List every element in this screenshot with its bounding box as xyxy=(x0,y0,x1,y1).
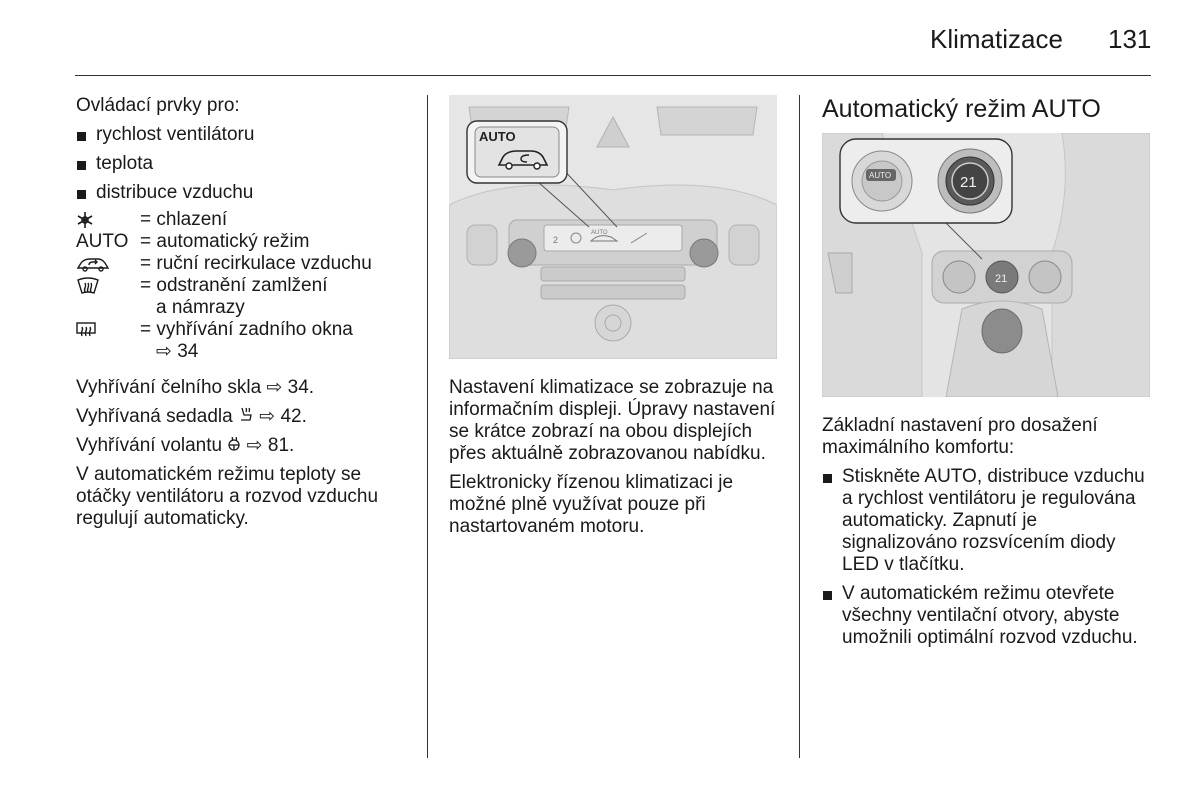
auto-knob-illustration: 21 AUTO 21 xyxy=(822,133,1150,397)
legend-text: = chlazení xyxy=(140,209,228,230)
knob-display-value: 21 xyxy=(960,174,977,191)
legend-text: = vyhřívání zadního okna xyxy=(140,319,353,340)
running-header-title: Klimatizace xyxy=(930,24,1063,54)
windshield-defrost-icon xyxy=(76,275,140,297)
controls-intro: Ovládací prvky pro: xyxy=(76,95,240,116)
climate-panel-illustration: 2 AUTO AUTO xyxy=(449,95,777,359)
steering-heat-paragraph: Vyhřívání volantu ⇨ 81. xyxy=(76,435,411,457)
list-item: distribuce vzduchu xyxy=(76,182,411,204)
page-reference[interactable]: ⇨ 42. xyxy=(259,406,307,427)
legend-row-continuation: a námrazy xyxy=(76,297,411,319)
column-divider-2 xyxy=(799,95,800,758)
page-number: 131 xyxy=(1108,24,1152,54)
svg-text:AUTO: AUTO xyxy=(591,230,608,236)
seat-heat-text: Vyhřívaná sedadla xyxy=(76,406,233,427)
recirculation-car-icon xyxy=(76,253,140,275)
bullet-text: Stiskněte xyxy=(842,466,925,487)
steering-heat-text: Vyhřívání volantu xyxy=(76,435,223,456)
legend-spacer xyxy=(76,297,140,319)
section-heading: Automatický režim AUTO xyxy=(822,95,1101,123)
list-item: teplota xyxy=(76,153,411,175)
legend-text: = odstranění zamlžení xyxy=(140,275,328,296)
steering-wheel-heat-icon xyxy=(227,435,241,456)
legend-text: = ruční recirkulace vzduchu xyxy=(140,253,372,274)
bullet-text: , distribuce vzduchu a rychlost ventilát… xyxy=(842,466,1145,575)
seat-heat-icon xyxy=(238,406,254,427)
page-reference[interactable]: ⇨ 34 xyxy=(156,341,199,362)
legend-text: a námrazy xyxy=(156,297,245,318)
seat-heat-paragraph: Vyhřívaná sedadla ⇨ 42. xyxy=(76,406,411,428)
column-2: Nastavení klimatizace se zobrazuje na in… xyxy=(449,377,784,538)
legend-spacer xyxy=(76,341,140,363)
page-reference[interactable]: ⇨ 81. xyxy=(246,435,295,456)
legend-row-defrost: = odstranění zamlžení xyxy=(76,275,411,297)
auto-mode-paragraph: V automatickém režimu teploty se otáčky … xyxy=(76,464,379,529)
list-item: Stiskněte AUTO, distribuce vzduchu a ryc… xyxy=(822,466,1157,576)
legend-row-recirculation: = ruční recirkulace vzduchu xyxy=(76,253,411,275)
legend-row-rear-heat: = vyhřívání zadního okna xyxy=(76,319,411,341)
auto-knob-label: AUTO xyxy=(869,171,891,180)
windshield-heat-paragraph: Vyhřívání čelního skla ⇨ 34. xyxy=(76,377,315,398)
list-item: rychlost ventilátoru xyxy=(76,124,411,146)
display-paragraph: Nastavení klimatizace se zobrazuje na in… xyxy=(449,377,776,464)
column-1: Ovládací prvky pro: rychlost ventilátoru… xyxy=(76,95,411,530)
column-3: Základní nastavení pro dosažení maximáln… xyxy=(822,415,1157,649)
auto-key: AUTO xyxy=(924,466,977,487)
engine-paragraph: Elektronicky řízenou klimatizaci je možn… xyxy=(449,472,734,537)
column-divider-1 xyxy=(427,95,428,758)
rear-window-heat-icon xyxy=(76,319,140,341)
legend-text: = automatický režim xyxy=(140,231,310,252)
legend-row-continuation: ⇨ 34 xyxy=(76,341,411,363)
auto-symbol: AUTO xyxy=(76,231,129,252)
legend-row-cooling: = chlazení xyxy=(76,209,411,231)
snowflake-cooling-icon xyxy=(76,209,140,231)
legend-row-auto: AUTO = automatický režim xyxy=(76,231,411,253)
basic-settings-intro: Základní nastavení pro dosažení maximáln… xyxy=(822,415,1098,458)
svg-text:21: 21 xyxy=(995,273,1007,285)
list-item: V automatickém režimu otevřete všechny v… xyxy=(822,583,1157,649)
auto-button-label: AUTO xyxy=(479,129,516,144)
svg-text:2: 2 xyxy=(553,235,558,245)
header-rule xyxy=(75,75,1151,76)
